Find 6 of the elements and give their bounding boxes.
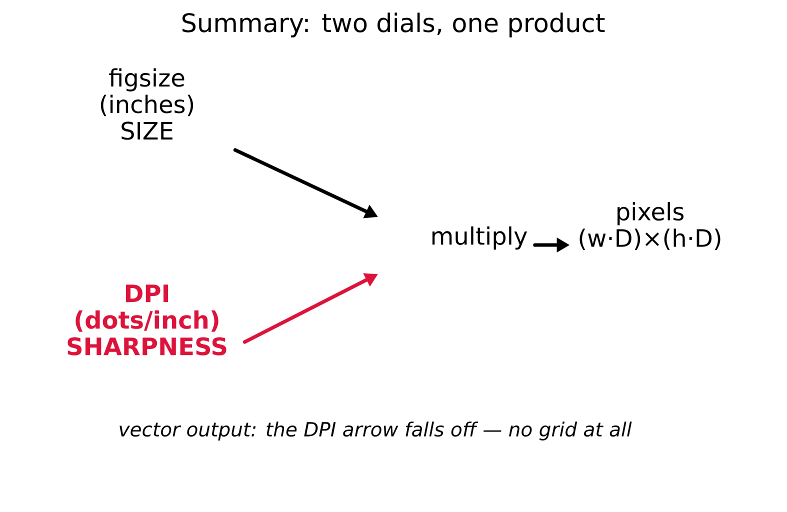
node-label: pixels (w·D)×(h·D) bbox=[580, 202, 720, 250]
node-label: DPI (dots/inch) SHARPNESS bbox=[68, 284, 226, 356]
title: Summary: two dials, one product bbox=[182, 12, 605, 38]
node-label: multiply bbox=[432, 226, 528, 250]
note-text: vector output: the DPI arrow falls off — no grid at all bbox=[120, 422, 632, 440]
node-label: figsize (inches) SIZE bbox=[100, 68, 194, 140]
